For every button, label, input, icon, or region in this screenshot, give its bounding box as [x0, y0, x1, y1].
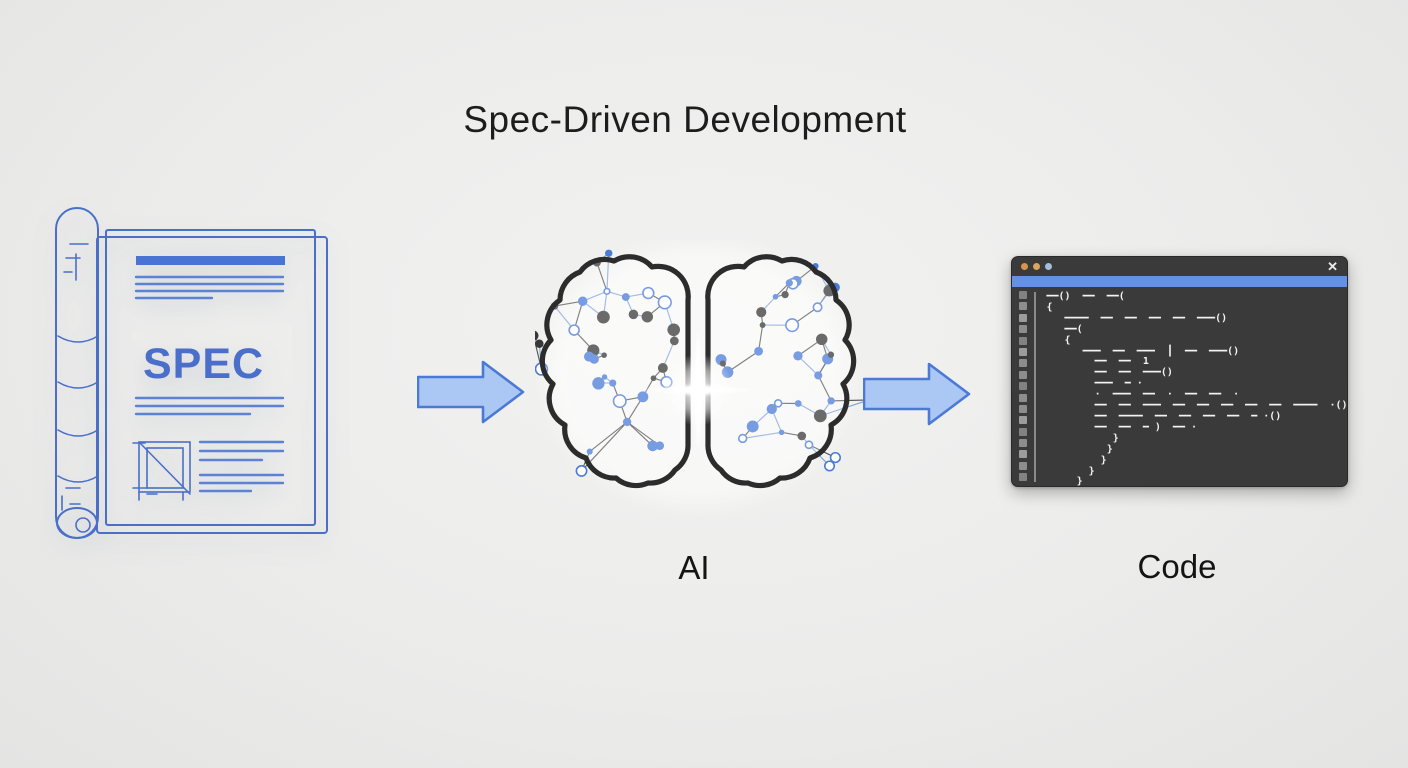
blueprint-icon	[132, 441, 191, 501]
spec-label: SPEC	[143, 340, 264, 388]
arrow-right-icon	[417, 360, 525, 424]
window-titlebar: ✕	[1012, 257, 1347, 276]
page-title: Spec-Driven Development	[463, 99, 907, 140]
window-dot-blue-icon	[1045, 263, 1052, 270]
code-caption: Code	[1137, 548, 1217, 585]
spec-front-page: SPEC	[105, 229, 316, 526]
code-lines: ━━() ━━ ━━( { ━━━━ ━━ ━━ ━━ ━━ ━━━() ━━(…	[1046, 291, 1348, 487]
window-dot-tan-icon	[1033, 263, 1040, 270]
ai-caption: AI	[678, 549, 710, 586]
doc-text-lines-top	[134, 275, 285, 300]
editor-gutter	[1012, 291, 1033, 486]
doc-title-bar	[136, 256, 285, 265]
gutter-divider	[1034, 292, 1036, 482]
editor-body: ━━() ━━ ━━( { ━━━━ ━━ ━━ ━━ ━━ ━━━() ━━(…	[1012, 287, 1347, 486]
scroll-roll	[55, 207, 99, 539]
center-sparkle-icon	[642, 330, 754, 452]
doc-text-lines-middle	[134, 396, 285, 416]
brain-left-hemisphere	[539, 254, 691, 489]
doc-text-lines-bottom	[198, 440, 285, 493]
spec-document-illustration: SPEC	[55, 207, 328, 539]
arrow-right-icon	[863, 362, 971, 426]
close-icon: ✕	[1327, 259, 1338, 274]
ai-brain-illustration	[535, 245, 865, 505]
editor-accent-bar	[1012, 276, 1347, 287]
brain-right-hemisphere	[705, 254, 857, 489]
window-dot-orange-icon	[1021, 263, 1028, 270]
code-editor-window: ✕ ━━() ━━ ━━( { ━━━━ ━━ ━━ ━━ ━━ ━━━() ━…	[1011, 256, 1348, 487]
scroll-curl	[56, 507, 98, 539]
